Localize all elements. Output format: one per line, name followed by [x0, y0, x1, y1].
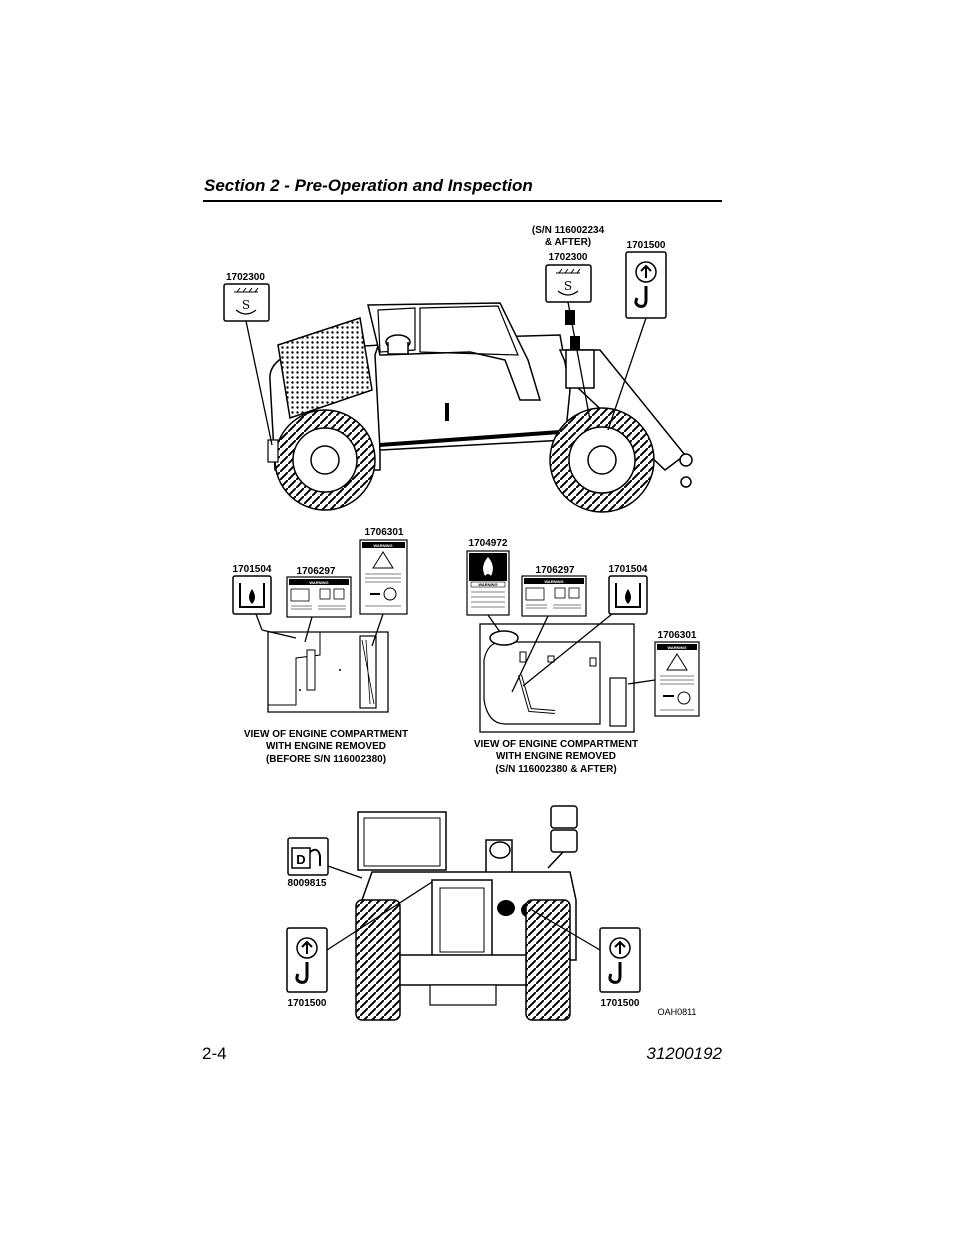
label-1702300-left: 1702300 — [226, 272, 265, 283]
caption-before-2: WITH ENGINE REMOVED — [266, 741, 386, 752]
title-rule — [203, 200, 722, 202]
decal-lift-point-side — [625, 251, 667, 319]
labels: 1702300 (S/N 116002234 & AFTER) 1702300 … — [226, 225, 697, 1017]
page-title: Section 2 - Pre-Operation and Inspection — [204, 176, 533, 195]
label-1701504-before: 1701504 — [233, 564, 272, 575]
side-leaders — [245, 301, 647, 446]
caption-after-3: (S/N 116002380 & AFTER) — [495, 764, 616, 775]
diesel-letter: D — [296, 852, 305, 867]
warning-text: WARNING — [309, 580, 328, 585]
decal-warning-a-before: WARNING — [286, 576, 352, 618]
svg-text:S: S — [564, 279, 572, 293]
svg-text:S: S — [242, 298, 250, 312]
warning-text: WARNING — [667, 645, 686, 650]
caption-before-3: (BEFORE S/N 116002380) — [266, 754, 386, 765]
label-1706297-after: 1706297 — [536, 565, 575, 576]
page-number: 2-4 — [202, 1044, 227, 1063]
label-1701500-side: 1701500 — [627, 240, 666, 251]
label-1702300-right: 1702300 — [549, 252, 588, 263]
decal-warning-a-after: WARNING — [521, 575, 587, 617]
warning-text: WARNING — [478, 582, 497, 587]
label-sn-note-1: (S/N 116002234 — [532, 225, 605, 236]
label-1704972: 1704972 — [469, 538, 508, 549]
document-number: 31200192 — [646, 1044, 722, 1063]
label-1706297-before: 1706297 — [297, 566, 336, 577]
label-1701500-rear-left: 1701500 — [288, 998, 327, 1009]
label-1706301-after: 1706301 — [658, 630, 697, 641]
decal-diesel: D — [287, 837, 329, 876]
decal-warning-b-before: WARNING — [359, 539, 408, 615]
decal-hydraulic-before — [232, 575, 272, 615]
caption-after-1: VIEW OF ENGINE COMPARTMENT — [474, 739, 638, 750]
label-1701504-after: 1701504 — [609, 564, 648, 575]
engine-after-panel — [479, 623, 635, 733]
rear-left-tire — [355, 899, 401, 1021]
side-view-machine — [267, 302, 693, 513]
engine-before-panel — [267, 631, 389, 713]
rear-wheel — [274, 409, 376, 511]
rear-view-machine — [355, 805, 578, 1021]
label-sn-note-2: & AFTER) — [545, 237, 591, 248]
rear-right-tire — [525, 899, 571, 1021]
decal-lift-point-rear-left — [286, 927, 328, 993]
engine-grille — [277, 317, 373, 419]
engine-before-leaders — [255, 613, 384, 647]
label-1701500-rear-right: 1701500 — [601, 998, 640, 1009]
decal-lift-point-rear-right — [599, 927, 641, 993]
warning-text: WARNING — [373, 543, 392, 548]
front-wheel — [549, 407, 655, 513]
figure-code: OAH0811 — [658, 1007, 697, 1017]
decal-warning-b-after: WARNING — [654, 641, 700, 717]
engine-after-leaders — [487, 613, 656, 693]
decal-hydraulic-after — [608, 575, 648, 615]
rear-leaders — [326, 865, 601, 951]
decal-fire: WARNING — [466, 550, 510, 616]
caption-after-2: WITH ENGINE REMOVED — [496, 751, 616, 762]
label-8009815: 8009815 — [288, 878, 327, 889]
decal-tie-down-right: S — [545, 264, 592, 303]
label-1706301-before: 1706301 — [365, 527, 404, 538]
caption-before-1: VIEW OF ENGINE COMPARTMENT — [244, 729, 408, 740]
warning-text: WARNING — [544, 579, 563, 584]
decal-tie-down-left: S — [223, 283, 270, 322]
